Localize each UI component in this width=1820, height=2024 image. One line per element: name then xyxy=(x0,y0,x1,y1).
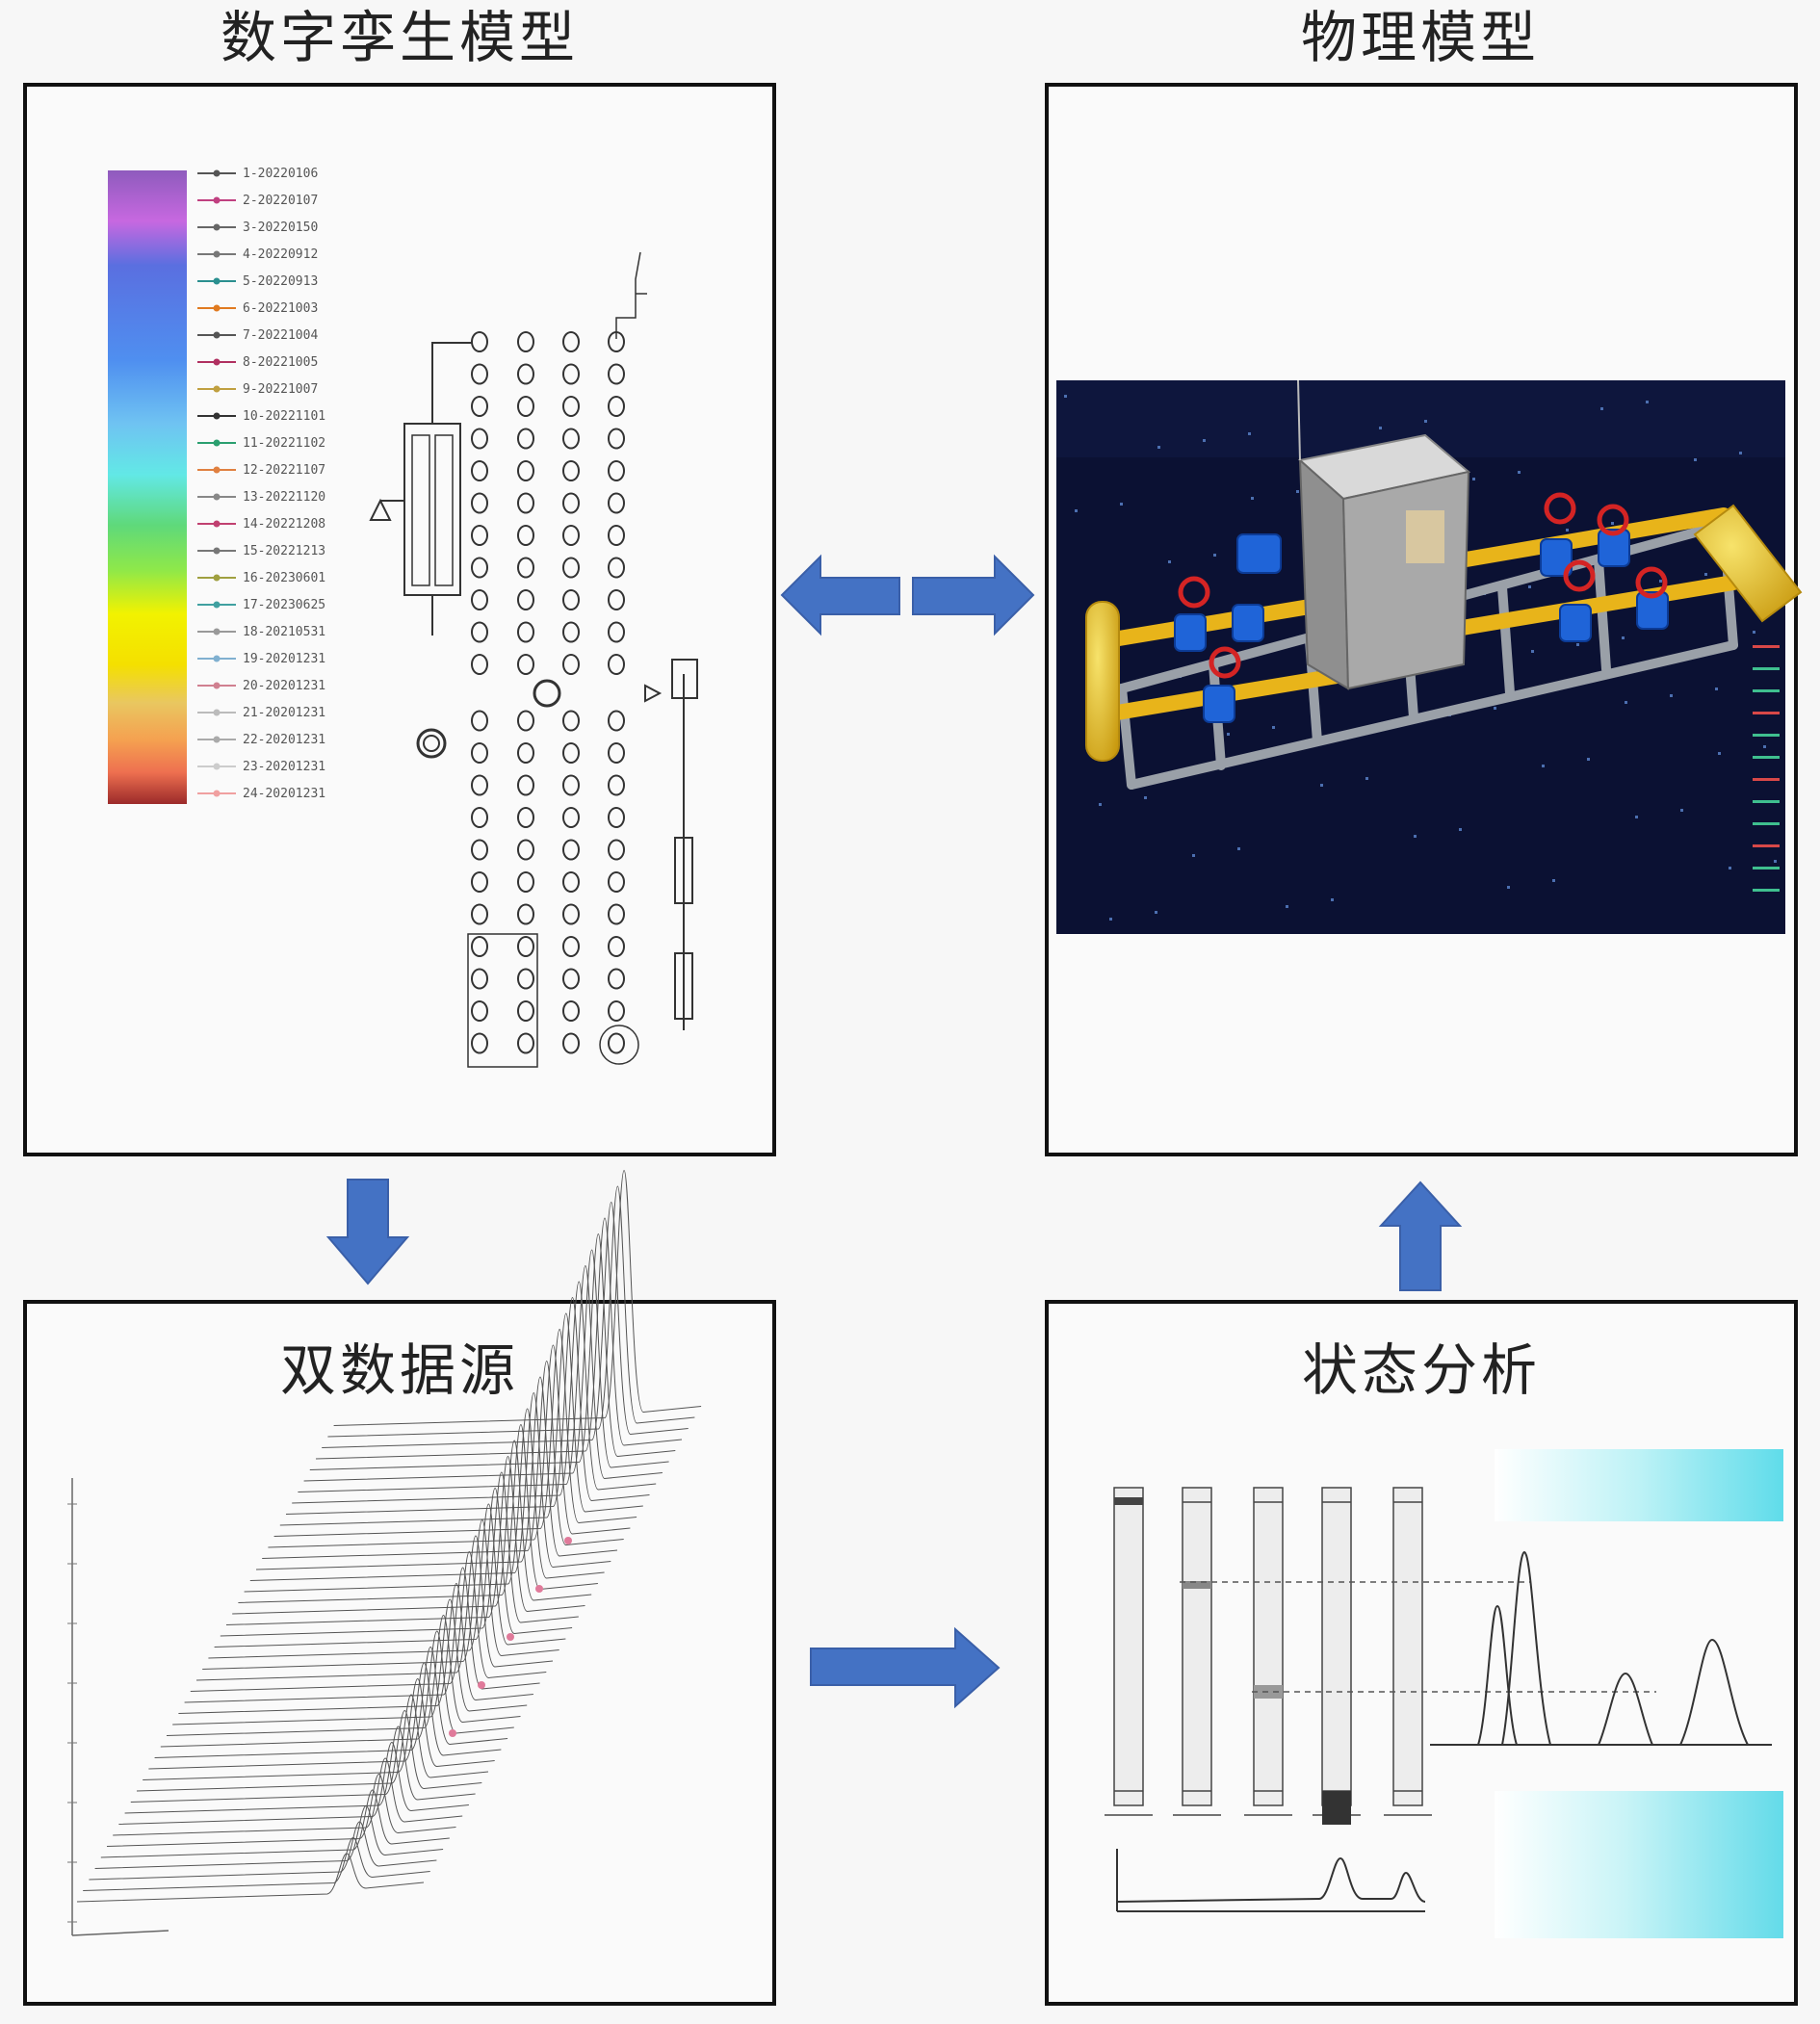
legend-label: 16-20230601 xyxy=(243,571,325,585)
legend-label: 15-20221213 xyxy=(243,544,325,558)
legend-item: 23-20201231 xyxy=(197,760,325,774)
physical-model-title: 物理模型 xyxy=(1300,5,1540,70)
legend-item: 4-20220912 xyxy=(197,247,318,262)
legend-item: 24-20201231 xyxy=(197,787,325,801)
legend-label: 22-20201231 xyxy=(243,733,325,747)
legend-label: 14-20221208 xyxy=(243,517,325,532)
legend-item: 18-20210531 xyxy=(197,625,325,639)
legend-item: 16-20230601 xyxy=(197,571,325,585)
legend-item: 17-20230625 xyxy=(197,598,325,612)
legend-label: 5-20220913 xyxy=(243,274,318,289)
legend-label: 2-20220107 xyxy=(243,194,318,208)
arrow-right xyxy=(810,1626,1001,1709)
legend-label: 19-20201231 xyxy=(243,652,325,666)
legend-item: 7-20221004 xyxy=(197,328,318,343)
legend-label: 6-20221003 xyxy=(243,301,318,316)
legend-item: 22-20201231 xyxy=(197,733,325,747)
legend-item: 3-20220150 xyxy=(197,221,318,235)
legend-label: 17-20230625 xyxy=(243,598,325,612)
legend: 1-20220106 2-20220107 3-20220150 4-20220912… xyxy=(197,167,325,801)
legend-label: 12-20221107 xyxy=(243,463,325,478)
column-tube xyxy=(1105,1487,1153,1816)
legend-item: 8-20221005 xyxy=(197,355,318,370)
legend-label: 7-20221004 xyxy=(243,328,318,343)
digital-twin-title: 数字孪生模型 xyxy=(220,5,579,70)
dual-data-title: 双数据源 xyxy=(279,1337,519,1403)
legend-label: 1-20220106 xyxy=(243,167,318,181)
legend-label: 13-20221120 xyxy=(243,490,325,505)
legend-item: 1-20220106 xyxy=(197,167,318,181)
legend-item: 9-20221007 xyxy=(197,382,318,397)
state-analysis-title: 状态分析 xyxy=(1301,1337,1541,1403)
legend-label: 24-20201231 xyxy=(243,787,325,801)
legend-item: 15-20221213 xyxy=(197,544,325,558)
separator-vessel xyxy=(1297,379,1471,690)
arrow-up xyxy=(1378,1181,1463,1291)
legend-item: 20-20201231 xyxy=(197,679,325,693)
legend-label: 3-20220150 xyxy=(243,221,318,235)
legend-label: 10-20221101 xyxy=(243,409,325,424)
legend-label: 11-20221102 xyxy=(243,436,325,451)
bidirectional-arrow xyxy=(780,554,1035,636)
column-tube xyxy=(1313,1487,1361,1816)
legend-item: 2-20220107 xyxy=(197,194,318,208)
legend-item: 11-20221102 xyxy=(197,436,325,451)
arrow-down xyxy=(325,1179,410,1285)
legend-item: 14-20221208 xyxy=(197,517,325,532)
legend-label: 23-20201231 xyxy=(243,760,325,774)
well-schematic xyxy=(369,251,698,1068)
legend-label: 21-20201231 xyxy=(243,706,325,720)
legend-label: 18-20210531 xyxy=(243,625,325,639)
waterfall-plot xyxy=(67,1169,702,1936)
chromatography-diagram xyxy=(1105,1449,1783,1938)
legend-item: 6-20221003 xyxy=(197,301,318,316)
legend-item: 5-20220913 xyxy=(197,274,318,289)
column-tube xyxy=(1173,1487,1221,1816)
legend-label: 8-20221005 xyxy=(243,355,318,370)
column-tube xyxy=(1244,1487,1292,1816)
legend-item: 13-20221120 xyxy=(197,490,325,505)
legend-item: 19-20201231 xyxy=(197,652,325,666)
legend-item: 21-20201231 xyxy=(197,706,325,720)
legend-label: 9-20221007 xyxy=(243,382,318,397)
legend-item: 12-20221107 xyxy=(197,463,325,478)
color-scale-bar xyxy=(108,170,187,804)
legend-label: 20-20201231 xyxy=(243,679,325,693)
physical-model-render xyxy=(1056,379,1803,934)
legend-label: 4-20220912 xyxy=(243,247,318,262)
column-tube xyxy=(1384,1487,1432,1816)
legend-item: 10-20221101 xyxy=(197,409,325,424)
